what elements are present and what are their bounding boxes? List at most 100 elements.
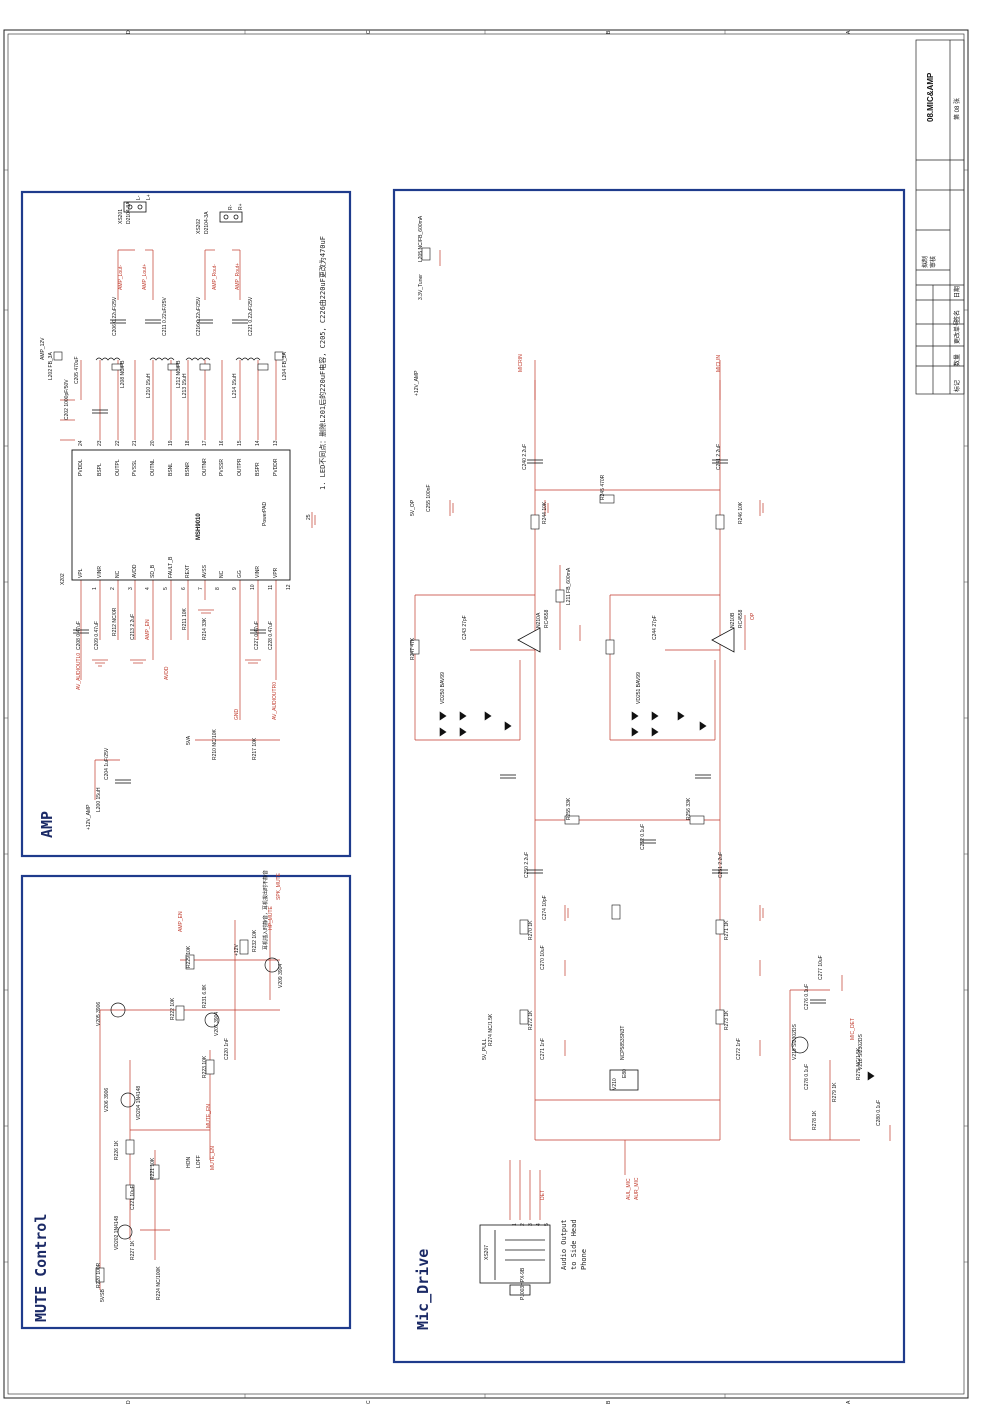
mic-part-c243: C243 27pF — [462, 615, 468, 640]
mute-label-hon: HON — [186, 1156, 192, 1168]
mic-part-c244: C244 27pF — [652, 615, 658, 640]
border-letter-top-4: A — [846, 30, 852, 34]
part-l208: L208 NC/FB — [120, 360, 126, 388]
part-c205: C205 470uF — [74, 356, 80, 384]
mic-opamps — [517, 627, 735, 653]
mic-part-c240: C240 2.2uF — [522, 443, 528, 470]
amp-ferrites — [53, 351, 284, 371]
mic-capacitors — [500, 459, 826, 1004]
mute-part-c220: C220 1nF — [224, 1038, 230, 1060]
ic-pinnum-7: 7 — [198, 587, 204, 590]
mute-part-v206: V206 3906 — [104, 1087, 110, 1112]
ic-pin-sd-b: SD_B — [150, 564, 156, 578]
net-amp-12v: AMP_12V — [40, 337, 46, 360]
mic-part-v219: V219 SI2302DS — [792, 1024, 798, 1060]
mic-net-op: OP — [750, 612, 756, 620]
mic-opamp-b-ref: N210B — [730, 612, 736, 628]
part-l213: L213 15uH — [182, 373, 188, 398]
mic-part-r278: R278 1K — [812, 1110, 818, 1130]
mic-jack-pin-5: 5 — [544, 1223, 550, 1226]
mute-net-mute-en-b: MUTE_EN — [210, 1146, 216, 1170]
ic-pinnum-1: 1 — [92, 587, 98, 590]
connector-xs201-part: D2104-3A — [126, 201, 132, 224]
amp-ic-pad-pin: 25 — [306, 514, 312, 520]
mute-part-r221: R221 10K — [150, 1157, 156, 1180]
mic-part-r247: R247 47K — [410, 637, 416, 660]
sheet-number: 第 08 张 — [955, 97, 961, 120]
mute-part-r224: R224 NC/100K — [156, 1266, 162, 1300]
net-av-audioutr0: AV_AUDIOUTR0 — [272, 682, 278, 720]
mute-transistors — [110, 957, 280, 1240]
part-l200: L200 15uH — [96, 787, 102, 812]
mic-net-33v-tuner: 3.3V_Tuner — [418, 274, 424, 300]
mic-ldo-marking: E80 — [622, 1069, 628, 1078]
mic-part-r256: R256 33K — [686, 797, 692, 820]
mute-part-v207: V207 3904 — [214, 1011, 220, 1036]
ic-pinnum-5: 5 — [163, 587, 169, 590]
ic-pin-pvddr: PVDDR — [273, 458, 279, 476]
ic-pin-avss: AVSS — [202, 565, 208, 578]
mic-part-c277: C277 10uF — [818, 955, 824, 980]
ic-pin-gg: GG — [237, 570, 243, 578]
mic-net-5v-op: 5V_OP — [410, 499, 416, 516]
mic-part-r245: R245 470R — [600, 474, 606, 500]
mic-net-12v-amp: +12V_AMP — [414, 370, 420, 396]
part-l214: L214 15uH — [232, 373, 238, 398]
ic-pinnum-8: 8 — [215, 587, 221, 590]
part-r217: R217 10K — [252, 737, 258, 760]
border-letter-bottom-4: A — [846, 1400, 852, 1404]
ic-pin-vinr-a: VINR — [97, 566, 103, 578]
part-c204: C204 1uF/25V — [104, 747, 110, 780]
border-letter-top-3: B — [606, 30, 612, 34]
amp-section-title: AMP — [38, 810, 56, 838]
border-letter-bottom-1: D — [126, 1400, 132, 1404]
mic-part-c252: C252 0.1uF — [640, 823, 646, 850]
mic-part-r279: R279 1K — [832, 1082, 838, 1102]
mute-part-r226: R226 1K — [114, 1140, 120, 1160]
ic-pinnum-23: 23 — [97, 440, 103, 446]
net-gnd: GND — [234, 708, 240, 720]
mute-note: 耳机插入时静音，耳机拔出时不静音 — [263, 869, 269, 950]
outer-border — [3, 29, 969, 1399]
mute-part-r229: R229 10K — [186, 945, 192, 968]
connector-xs202-part: D2104-3A — [204, 211, 210, 234]
net-amp-rout-plus: AMP_Rout+ — [235, 262, 241, 290]
net-amp-rout-minus: AMP_Rout- — [212, 264, 218, 290]
ic-pinnum-10: 10 — [250, 584, 256, 590]
mute-net-spk-mute: SPK_MUTE — [276, 873, 282, 900]
part-c206: C206 0.22uF/25V — [112, 296, 118, 336]
mic-section-title: Mic_Drive — [414, 1248, 432, 1330]
mic-part-vd251: VD251 BAV99 — [636, 672, 642, 704]
mic-opamp-a-part: RC4558 — [544, 609, 550, 628]
mic-jack-pin-4: 4 — [536, 1223, 542, 1226]
mute-part-vd204: VD204 1N4148 — [136, 1085, 142, 1120]
mute-net-mute-en-a: MUTE_EN — [206, 1104, 212, 1128]
mic-jack-part: PJ003HPX-9B — [520, 1267, 526, 1300]
title-block-frame — [915, 39, 965, 395]
ic-pinnum-4: 4 — [145, 587, 151, 590]
mic-part-c271: C271 1nF — [540, 1038, 546, 1060]
ic-pinnum-14: 14 — [255, 440, 261, 446]
ic-pin-pvssr: PVSSR — [219, 459, 225, 476]
amp-ic-pad-label: PowerPAD — [262, 501, 268, 526]
ic-pinnum-24: 24 — [78, 440, 84, 446]
ic-pin-avdd: AVDD — [132, 564, 138, 578]
ic-pin-vpl: VPL — [78, 568, 84, 578]
mic-jack-pin-2: 2 — [520, 1223, 526, 1226]
mic-ldo-body — [609, 1069, 639, 1091]
mic-net-mic-det: MIC_DET — [850, 1018, 856, 1040]
connector-xs202-pin-a: R- — [228, 204, 234, 210]
amp-wires — [60, 249, 280, 800]
amp-frame — [20, 190, 352, 858]
mute-part-r220: R220 100R — [96, 1262, 102, 1288]
ic-pin-bspl: BSPL — [97, 463, 103, 476]
amp-ic-name: MSH9010 — [196, 513, 202, 540]
mic-jack-caption-1: Audio Output — [560, 1219, 568, 1270]
border-letter-bottom-3: B — [606, 1400, 612, 1404]
mute-net-12v: +12V — [234, 944, 240, 956]
mute-part-r227: R227 1K — [130, 1240, 136, 1260]
ic-pin-bsnl: BSNL — [168, 462, 174, 476]
rev-header-date: 日期 — [955, 285, 961, 298]
mic-part-l205: L205 NC/FB_600mA — [418, 215, 424, 262]
amp-note: 1. LED不同点：删除L201后的220uF电容, C205, C226由22… — [319, 236, 327, 490]
